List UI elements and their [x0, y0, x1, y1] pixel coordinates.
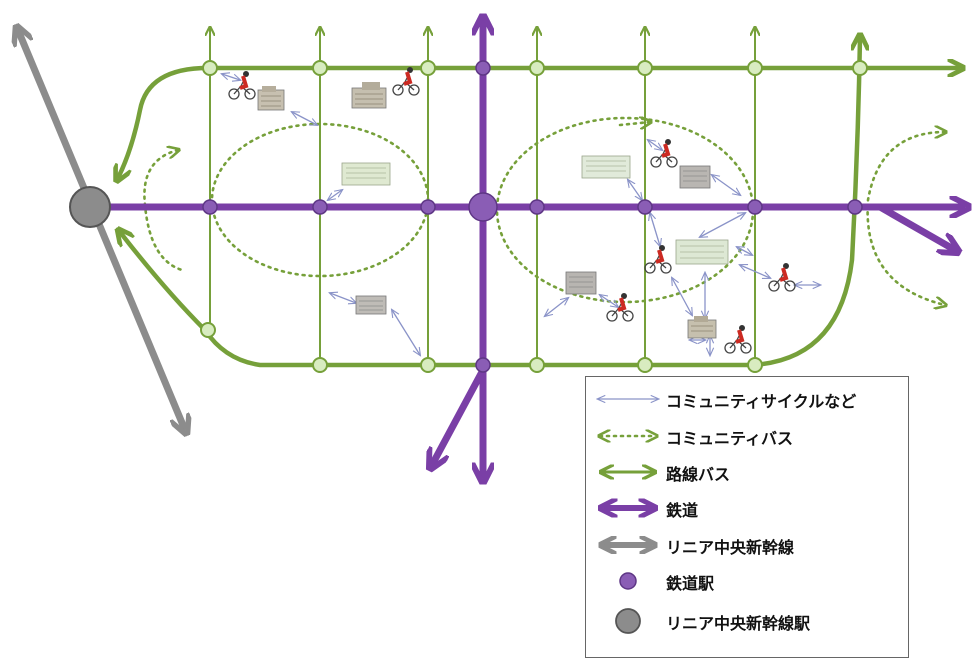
building-icon — [351, 82, 387, 109]
bus-stop — [529, 357, 545, 373]
legend-label: 鉄道 — [666, 501, 699, 520]
bus-stop — [312, 60, 328, 76]
railway-station — [847, 199, 863, 215]
railway-station — [747, 199, 763, 215]
legend-item-route-bus: 路線バス — [586, 457, 906, 487]
linear-shinkansen-station — [69, 186, 111, 228]
building-icon — [257, 86, 285, 111]
railway-station — [420, 199, 436, 215]
building-icon — [355, 295, 387, 315]
route-bus-network — [118, 28, 960, 368]
legend-item-railway-station: 鉄道駅 — [586, 566, 906, 596]
railway-station — [312, 199, 328, 215]
legend-label: コミュニティサイクルなど — [666, 392, 857, 411]
railway-lines — [90, 20, 965, 478]
cyclist-icon — [228, 71, 256, 100]
linear-shinkansen-legend-symbol — [592, 530, 664, 560]
legend-item-community-cycle: コミュニティサイクルなど — [586, 384, 906, 414]
legend-item-linear-station: リニア中央新幹線駅 — [586, 606, 906, 636]
cyclist-icon — [392, 67, 420, 96]
bus-stop — [637, 357, 653, 373]
linear-station-legend-symbol — [615, 608, 641, 634]
building-icon — [581, 155, 631, 179]
linear-shinkansen-line — [18, 30, 185, 430]
bus-stop — [529, 60, 545, 76]
building-icon — [687, 316, 717, 339]
bus-stop — [747, 357, 763, 373]
building-icon-group — [257, 82, 729, 339]
community-bus-network — [143, 118, 945, 305]
community-bus-legend-symbol — [592, 421, 664, 451]
bus-stop — [747, 60, 763, 76]
bus-stop — [637, 60, 653, 76]
railway-station — [529, 199, 545, 215]
bus-stop — [202, 60, 218, 76]
legend-item-community-bus: コミュニティバス — [586, 421, 906, 451]
legend-label: リニア中央新幹線駅 — [666, 614, 811, 633]
legend-label: 路線バス — [666, 465, 731, 484]
community-cycle-legend-symbol — [592, 384, 664, 414]
legend-label: コミュニティバス — [666, 429, 794, 448]
cyclist-icon — [768, 263, 796, 292]
railway-station — [475, 357, 491, 373]
route-bus-legend-symbol — [592, 457, 664, 487]
legend-label: 鉄道駅 — [666, 574, 715, 593]
bus-stop — [200, 322, 216, 338]
legend-item-linear-shinkansen: リニア中央新幹線 — [586, 530, 906, 560]
railway-station — [475, 60, 491, 76]
bus-stop — [312, 357, 328, 373]
legend-item-railway: 鉄道 — [586, 493, 906, 523]
railway-station-legend-symbol — [619, 572, 637, 590]
bus-stop — [420, 60, 436, 76]
building-icon — [679, 165, 711, 189]
cyclist-icon — [724, 325, 752, 354]
building-icon — [341, 162, 391, 186]
railway-station — [637, 199, 653, 215]
railway-station-hub — [468, 192, 498, 222]
legend-box: コミュニティサイクルなど コミュニティバス 路線バス 鉄道 リニア中央新幹線 鉄… — [585, 376, 909, 658]
cyclist-icon — [606, 293, 634, 322]
cyclist-icon — [650, 139, 678, 168]
building-icon — [565, 271, 597, 295]
legend-label: リニア中央新幹線 — [666, 538, 795, 557]
railway-station — [202, 199, 218, 215]
bus-stop — [852, 60, 868, 76]
community-cycle-links — [222, 74, 820, 355]
railway-station-group — [202, 60, 863, 373]
bus-stop-group — [200, 60, 868, 373]
building-icon — [675, 239, 729, 265]
cyclist-icon-group — [228, 67, 796, 354]
railway-legend-symbol — [592, 493, 664, 523]
cyclist-icon — [644, 245, 672, 274]
bus-stop — [420, 357, 436, 373]
